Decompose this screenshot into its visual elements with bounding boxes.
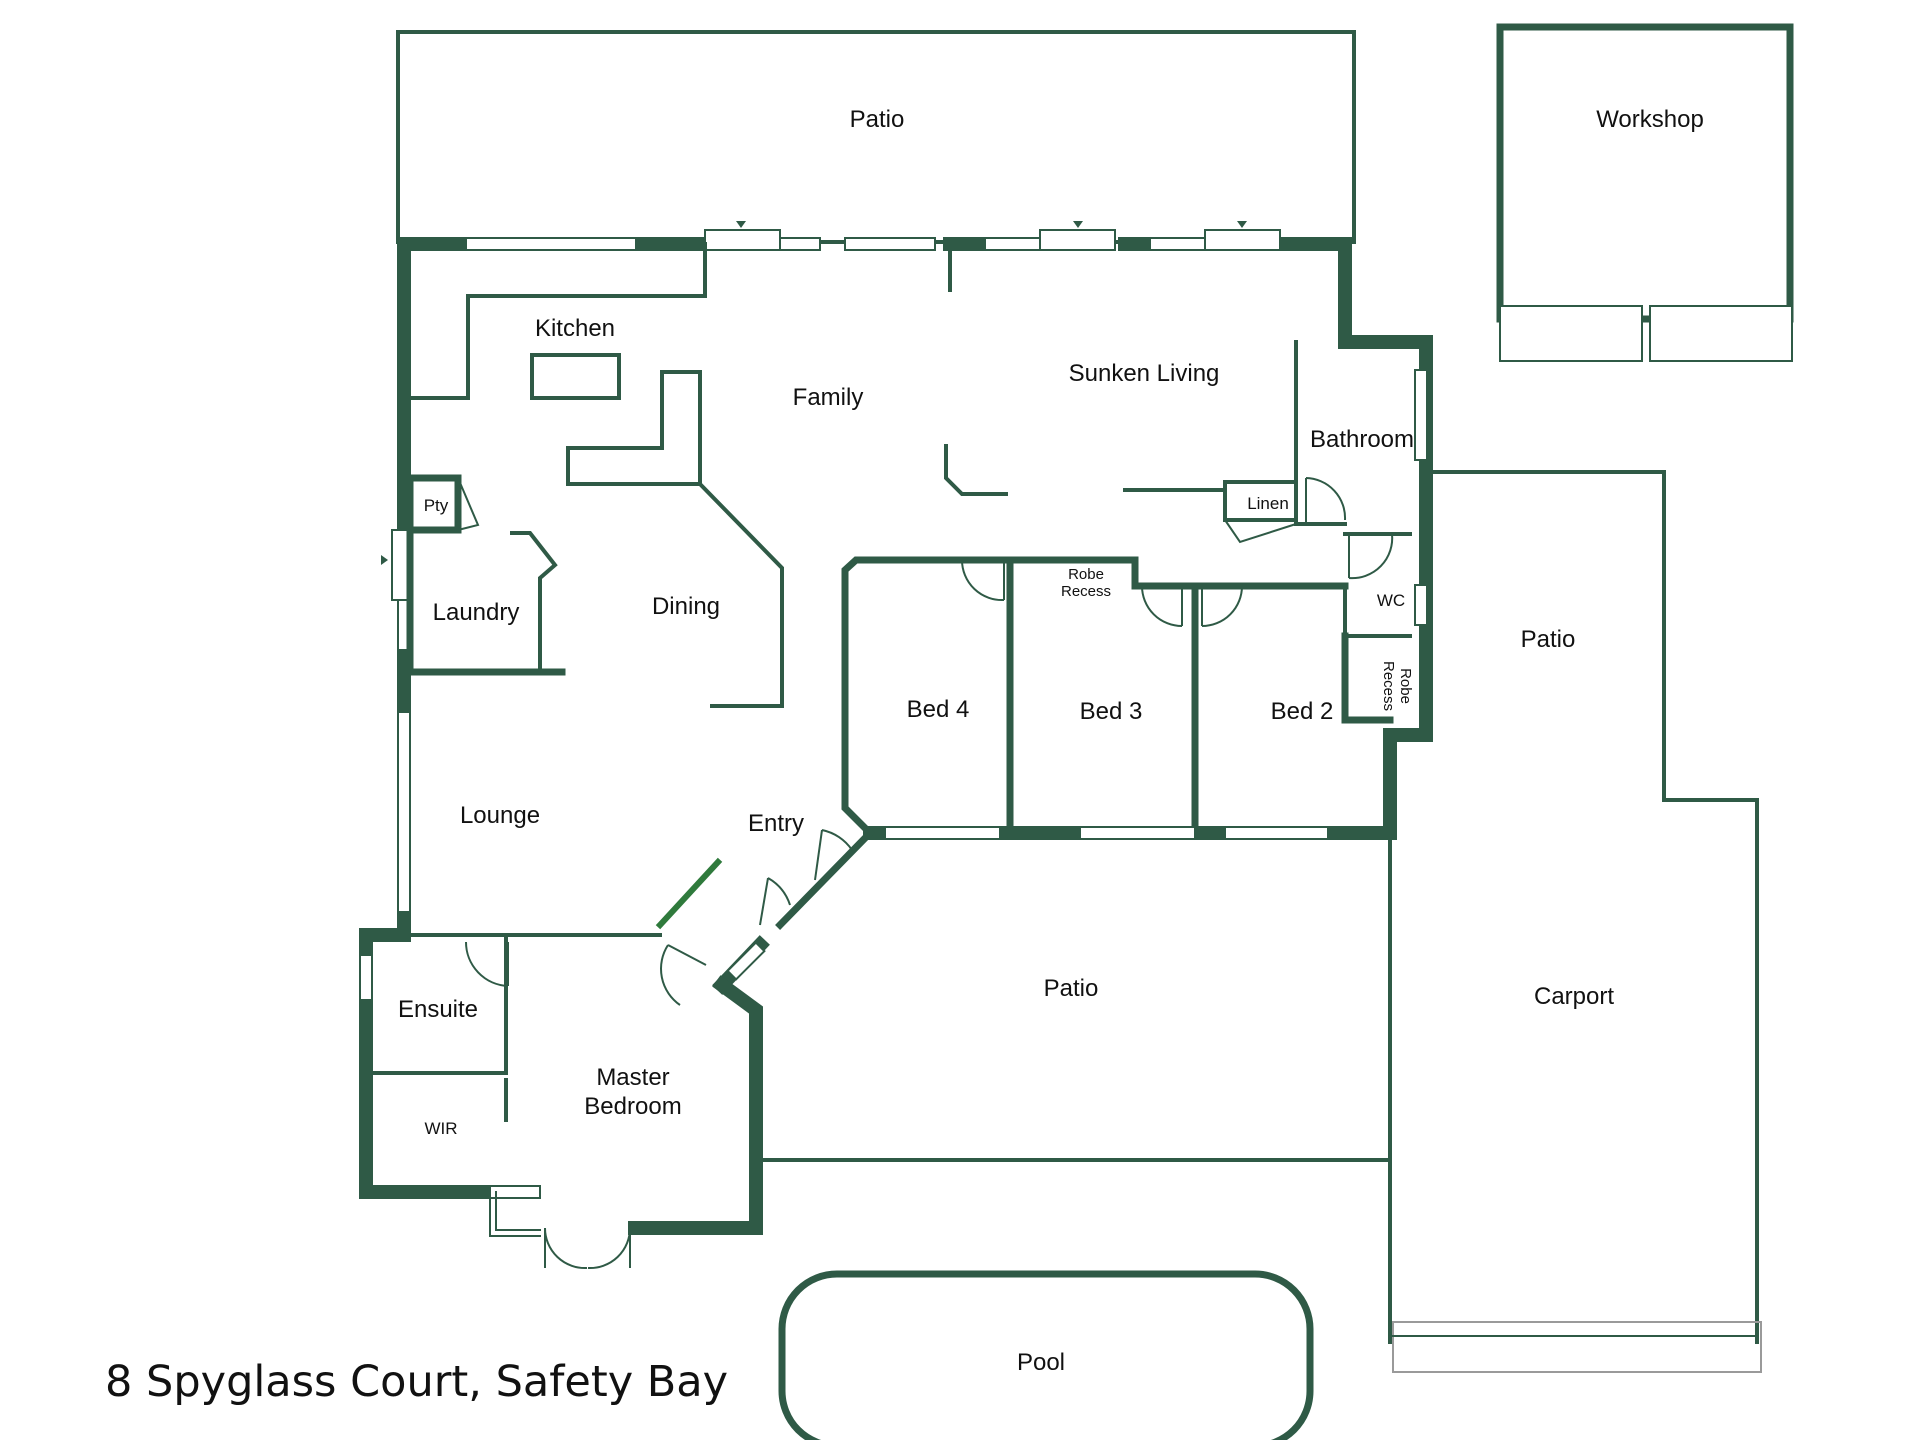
kitchen-island [530, 353, 621, 400]
pool-outline [778, 1270, 1314, 1440]
label-family: Family [793, 384, 864, 411]
label-patio-top: Patio [850, 106, 905, 133]
entry-stub-wall [655, 857, 723, 930]
patio-top-outline [396, 30, 1356, 244]
label-workshop: Workshop [1596, 106, 1704, 133]
bed4-door-arc [960, 559, 1005, 602]
master-french-door-arc-right [587, 1227, 632, 1270]
master-south-window-frame [489, 1191, 541, 1237]
ensuite-door-arc [464, 941, 509, 987]
label-pool: Pool [1017, 1349, 1065, 1376]
entry-angled-wall-upper [775, 828, 875, 930]
laundry-angled-wall [510, 531, 558, 674]
label-bathroom: Bathroom [1310, 426, 1414, 453]
window-north-2 [779, 237, 821, 251]
window-north-5 [1149, 237, 1211, 251]
label-robe-recess-2: Recess [1061, 583, 1111, 600]
sliding-door-north-2 [1039, 229, 1116, 251]
wc-window [1414, 584, 1428, 626]
slider-marker-3 [1237, 221, 1247, 228]
bed2-window [1224, 826, 1329, 840]
label-patio-bottom: Patio [1044, 975, 1099, 1002]
workshop-door-right [1649, 305, 1793, 362]
label-master-1: Master [596, 1064, 669, 1091]
label-sunken-living: Sunken Living [1069, 360, 1220, 387]
pantry-outline [406, 474, 462, 534]
dining-angled-wall [697, 481, 784, 708]
bed3-window [1079, 826, 1196, 840]
bed4-window [884, 826, 1001, 840]
entry-door-leaf-1 [814, 829, 823, 881]
master-south-window [489, 1185, 541, 1199]
kitchen-bench-wall [408, 242, 707, 400]
label-pty: Pty [424, 496, 449, 515]
label-dining: Dining [652, 593, 720, 620]
laundry-wall [406, 526, 566, 676]
bathroom-door-arc [1305, 477, 1347, 521]
label-wc: WC [1377, 591, 1405, 610]
master-outer-wall [359, 928, 763, 1235]
sliding-door-north-3 [1204, 229, 1281, 251]
label-kitchen: Kitchen [535, 315, 615, 342]
label-bed3: Bed 3 [1080, 698, 1143, 725]
ensuite-window [359, 954, 373, 1001]
label-ensuite: Ensuite [398, 996, 478, 1023]
bathroom-window [1414, 369, 1428, 461]
label-patio-right: Patio [1521, 626, 1576, 653]
patio-right-outline [1424, 470, 1759, 1344]
master-door-leaf [667, 944, 707, 966]
label-carport: Carport [1534, 983, 1614, 1010]
linen-outline [1223, 480, 1298, 522]
workshop-door-left [1499, 305, 1643, 362]
workshop-outline [1496, 23, 1794, 323]
label-robe-recess-side-2: Recess [1380, 661, 1397, 711]
label-laundry: Laundry [433, 599, 520, 626]
house-northeast-wall [1321, 237, 1433, 840]
entry-door-leaf-2 [759, 877, 769, 926]
master-ensuite-wall [364, 933, 508, 1122]
slider-marker-2 [1073, 221, 1083, 228]
door-marker-west [381, 555, 388, 565]
master-door-arc [660, 944, 681, 1006]
label-robe-recess-side-1: Robe [1397, 668, 1414, 704]
label-linen: Linen [1247, 494, 1289, 513]
slider-marker-1 [736, 221, 746, 228]
bed2-door-arc [1201, 585, 1243, 627]
entry-door-arc-1 [821, 829, 853, 851]
kitchen-bench-l [566, 370, 702, 486]
window-north-1 [465, 237, 637, 251]
carport-front-edge [1392, 1321, 1762, 1373]
bed4-wall [841, 556, 1014, 838]
label-lounge: Lounge [460, 802, 540, 829]
linen-door [1224, 519, 1297, 544]
wc-door-arc [1348, 533, 1394, 580]
bed2-robe-wall [1341, 632, 1394, 724]
label-entry: Entry [748, 810, 804, 837]
label-master-2: Bedroom [584, 1093, 681, 1120]
pantry-door [457, 477, 480, 531]
plan-title: 8 Spyglass Court, Safety Bay [105, 1357, 728, 1407]
label-bed4: Bed 4 [907, 696, 970, 723]
master-french-door-arc-left [543, 1227, 588, 1270]
living-corner-wall [944, 444, 1008, 496]
label-robe-recess-1: Robe [1068, 566, 1104, 583]
window-north-3 [844, 237, 936, 251]
window-north-4 [984, 237, 1046, 251]
entry-door-arc-2 [767, 877, 791, 906]
label-wir: WIR [424, 1119, 457, 1138]
bed3-door-arc [1141, 585, 1183, 627]
wc-wall [1343, 532, 1412, 638]
label-bed2: Bed 2 [1271, 698, 1334, 725]
sliding-door-north-1 [704, 229, 781, 251]
window-west-lounge [397, 711, 411, 913]
entry-side-window [726, 941, 766, 981]
